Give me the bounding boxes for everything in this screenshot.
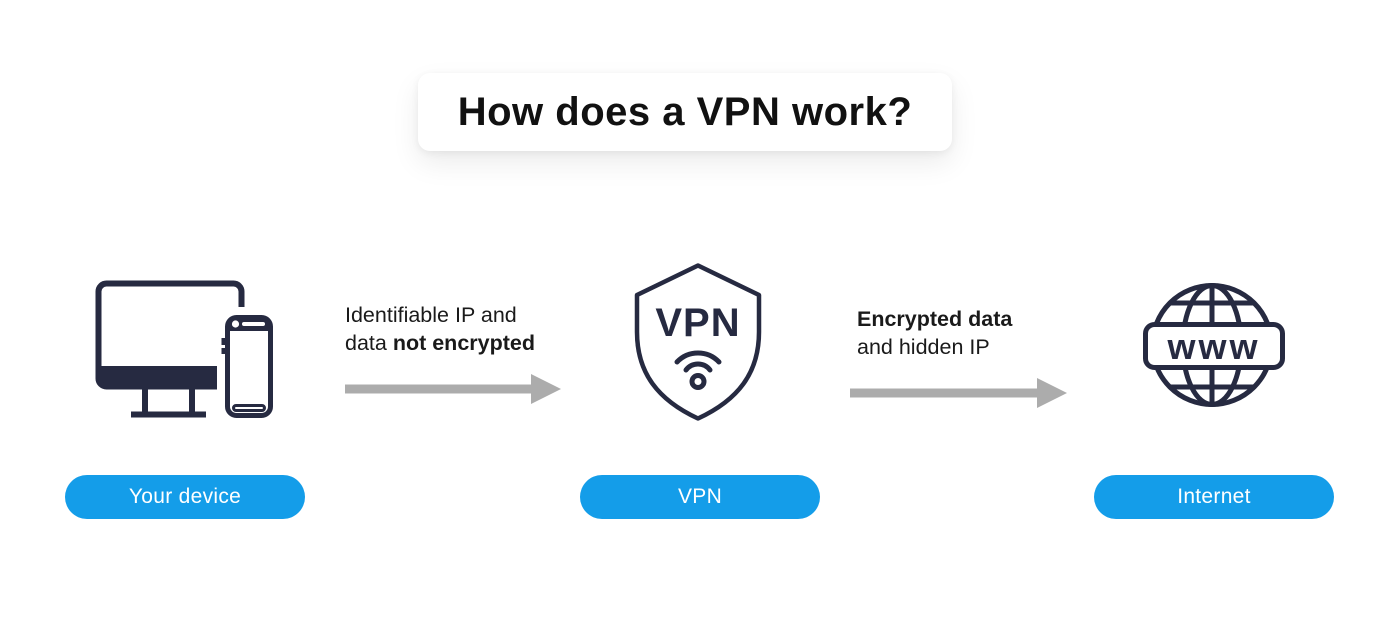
arrow2-label-line2: and hidden IP	[857, 335, 990, 359]
vpn-shield-text: VPN	[655, 301, 740, 345]
vpn-badge-label: VPN	[677, 485, 723, 508]
arrow-label-device-to-vpn: Identifiable IP and data not encrypted	[345, 301, 535, 357]
arrow1-label-line2-bold: not encrypted	[392, 331, 535, 355]
www-globe-icon: www	[1143, 283, 1285, 407]
phone-icon	[217, 307, 279, 420]
arrow-right-icon	[345, 374, 561, 404]
page-title: How does a VPN work?	[457, 89, 913, 134]
vpn-badge: VPN	[580, 475, 820, 519]
vpn-shield-icon: VPN	[634, 263, 762, 421]
wifi-icon	[674, 350, 722, 390]
arrow1-label-line1: Identifiable IP and	[345, 303, 517, 327]
arrow-label-vpn-to-internet: Encrypted data and hidden IP	[857, 305, 1012, 361]
www-banner-text: www	[1166, 326, 1260, 367]
your-device-badge: Your device	[65, 475, 305, 519]
internet-badge: Internet	[1094, 475, 1334, 519]
your-device-badge-label: Your device	[128, 485, 242, 508]
arrow1-label-line2: data	[345, 331, 393, 355]
internet-badge-label: Internet	[1177, 485, 1251, 508]
your-device-icon	[95, 280, 279, 420]
arrow-right-icon	[850, 378, 1067, 408]
title-box: How does a VPN work?	[418, 73, 952, 151]
arrow2-label-line1-bold: Encrypted data	[857, 307, 1013, 331]
